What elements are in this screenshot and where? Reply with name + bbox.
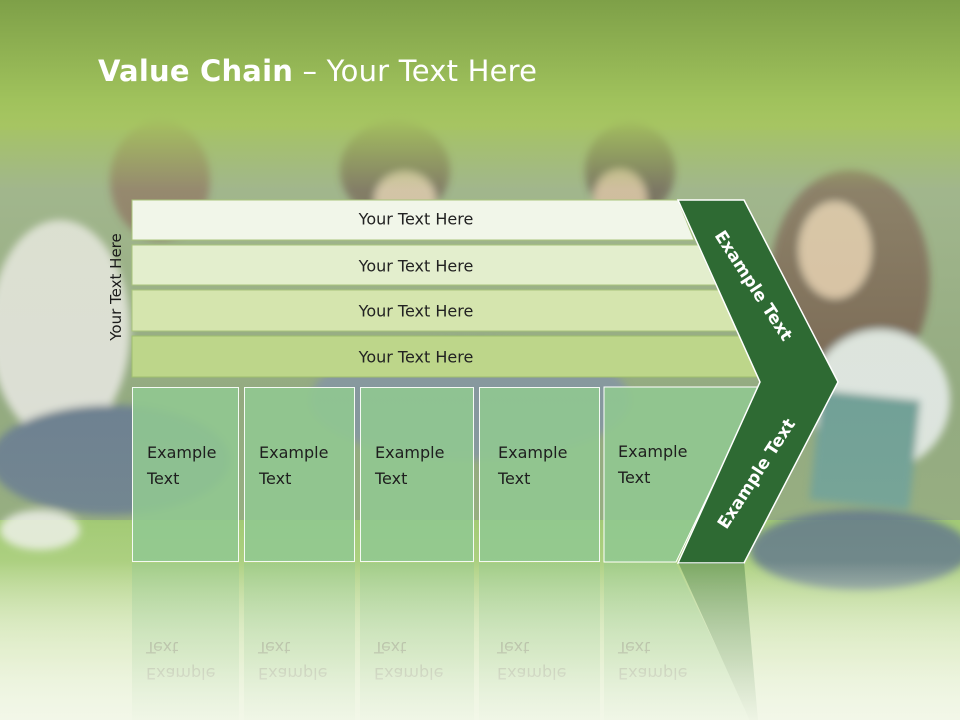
slide-title: Value Chain – Your Text Here [98,54,537,88]
box-text-line: Text [618,468,651,487]
support-bar-1-text: Your Text Here [358,209,474,229]
title-rest: – Your Text Here [293,54,538,88]
box-text-line: Text [498,469,531,488]
primary-arrow-edge [603,386,761,563]
box-text-line: Text [375,469,408,488]
box-text-line: Example [375,443,445,462]
support-bar-3-text: Your Text Here [358,301,474,321]
support-bar-2-text: Your Text Here [358,256,474,276]
support-bar-4-text: Your Text Here [358,347,474,367]
box-text-line: Example [498,443,568,462]
reflection-fade [0,563,960,720]
box-text-line: Text [147,469,180,488]
title-bold: Value Chain [98,54,294,88]
box-text-line: Example [259,443,329,462]
margin-chevron[interactable] [676,199,839,564]
box-text-line: Example [618,442,688,461]
box-text-line: Example [147,443,217,462]
support-bar-1[interactable] [131,199,695,241]
box-text-line: Text [259,469,292,488]
